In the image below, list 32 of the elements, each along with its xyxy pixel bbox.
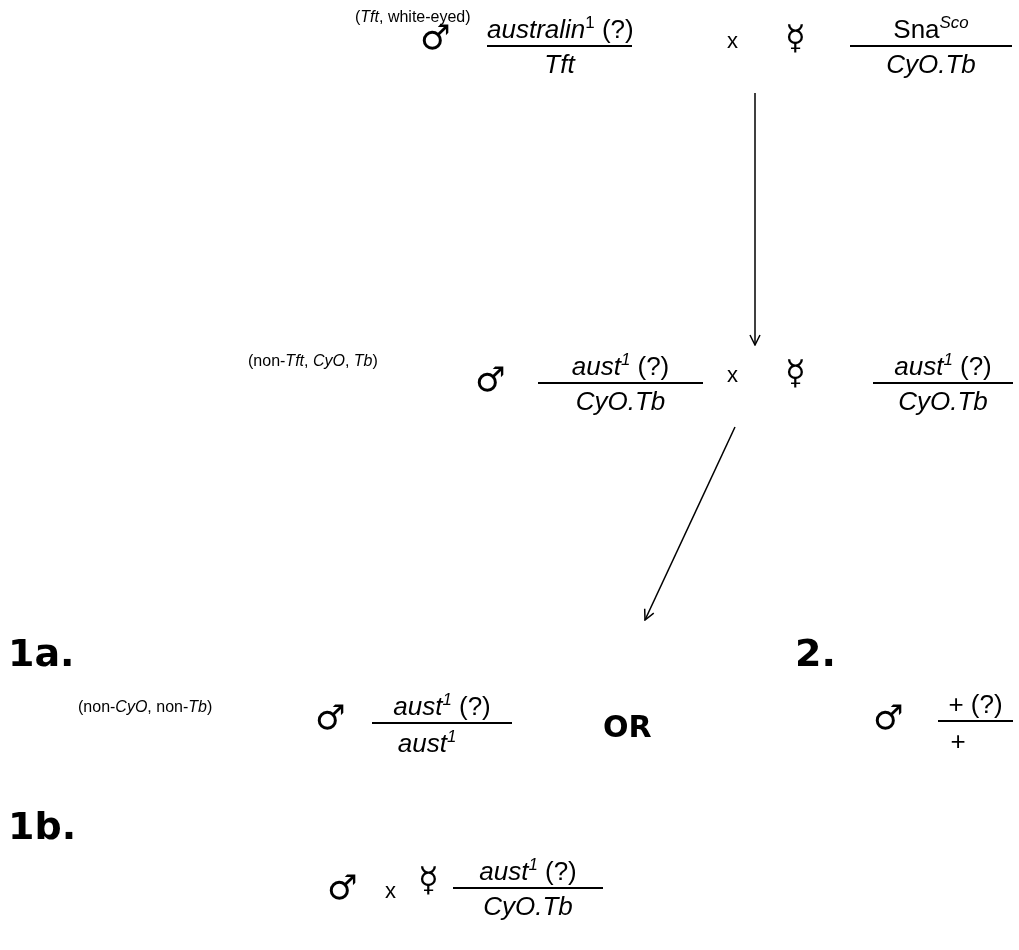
section-number: 1a. xyxy=(8,632,75,676)
sex-symbol: ♂ xyxy=(327,870,358,904)
cross-sign: x xyxy=(727,362,738,388)
phenotype-note: (non-CyO, non-Tb) xyxy=(78,698,213,717)
genotype-allele: Tft xyxy=(543,50,577,80)
sex-symbol: ☿ xyxy=(418,862,439,896)
cross-sign: x xyxy=(385,878,396,904)
genotype-allele: aust$^{1}$ (?) xyxy=(873,350,1013,384)
section-number: 2. xyxy=(795,632,836,676)
genotype-allele: CyO.Tb xyxy=(885,50,977,80)
cross-sign: x xyxy=(727,28,738,54)
genotype-allele: CyO.Tb xyxy=(482,892,574,922)
sex-symbol: ♂ xyxy=(475,362,506,396)
genotype-allele: Sna$^{Sco}$ xyxy=(850,13,1012,47)
genotype-allele: + xyxy=(949,727,967,757)
genotype-allele: aust$^{1}$ (?) xyxy=(453,855,603,889)
alternative-word: OR xyxy=(603,710,652,745)
section-number: 1b. xyxy=(8,805,77,849)
phenotype-note: (non-Tft, CyO, Tb) xyxy=(248,352,378,371)
genotype-allele: CyO.Tb xyxy=(897,387,989,417)
genotype-allele: aust$^{1}$ xyxy=(396,727,458,759)
sex-symbol: ♂ xyxy=(315,700,346,734)
genotype-allele: aust$^{1}$ (?) xyxy=(538,350,703,384)
genotype-allele: CyO.Tb xyxy=(574,387,667,417)
genotype-allele: aust$^{1}$ (?) xyxy=(372,690,512,724)
sex-symbol: ♂ xyxy=(873,700,904,734)
arrow xyxy=(749,92,761,346)
genotype-allele: + (?) xyxy=(938,690,1013,722)
arrow xyxy=(643,426,736,621)
sex-symbol: ☿ xyxy=(785,20,806,54)
sex-symbol: ☿ xyxy=(785,355,806,389)
genotype-allele: australin$^{1}$ (?) xyxy=(487,13,632,47)
